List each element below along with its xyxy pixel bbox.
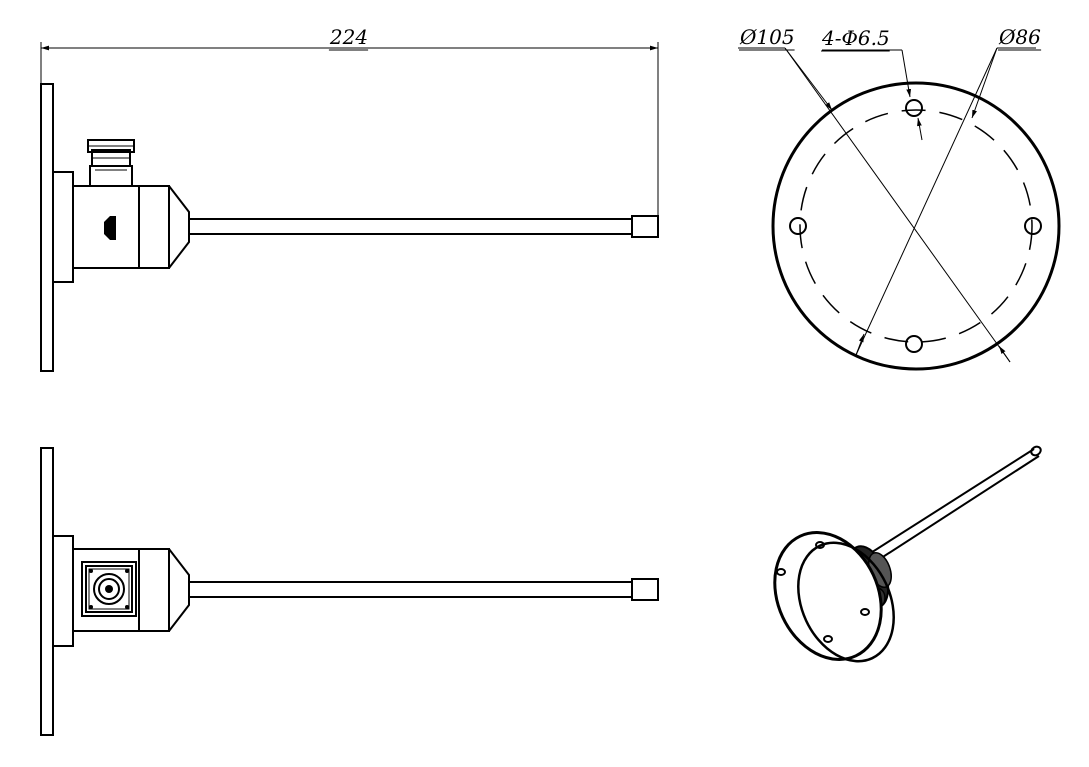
front-view: 224	[40, 25, 659, 372]
flange-plate	[40, 447, 54, 736]
connector-top	[87, 139, 135, 187]
probe-tip	[631, 578, 659, 601]
hole-spec-dimension: 4-Φ6.5	[821, 26, 923, 141]
length-label: 224	[329, 25, 368, 49]
bolt-circle-label: Ø86	[998, 25, 1041, 49]
iso-probe-rod-edge-2	[871, 455, 1040, 565]
iso-bolt-hole	[815, 541, 825, 549]
marker-glyph	[104, 216, 116, 240]
flange-collar	[52, 171, 74, 283]
isometric-view	[773, 445, 1042, 663]
body-ring	[138, 548, 170, 632]
iso-bolt-hole	[776, 568, 786, 576]
iso-probe-tip	[1030, 445, 1042, 457]
flange-outline	[771, 81, 1061, 371]
bolt-hole-top	[905, 99, 923, 117]
bolt-hole-bottom	[905, 335, 923, 353]
iso-probe-rod-edge-1	[865, 448, 1035, 557]
flange-collar	[52, 535, 74, 647]
probe-tip	[631, 215, 659, 238]
bolt-circle-dimension: Ø86	[855, 25, 1042, 356]
bolt-hole-right	[1024, 217, 1042, 235]
bolt-circle	[799, 109, 1033, 343]
bolt-hole-left	[789, 217, 807, 235]
body-taper	[168, 548, 190, 632]
iso-bolt-hole	[823, 635, 833, 643]
body-taper	[168, 185, 190, 269]
iso-flange-edge	[797, 541, 895, 663]
iso-bolt-hole	[860, 608, 870, 616]
side-view	[40, 447, 659, 736]
flange-diameter-dimension: Ø105	[738, 25, 1011, 363]
body-ring	[138, 185, 170, 269]
length-dimension: 224	[40, 25, 659, 216]
connector-face	[81, 561, 137, 617]
flange-plate	[40, 83, 54, 372]
flange-diameter-label: Ø105	[739, 25, 795, 49]
hole-spec-label: 4-Φ6.5	[821, 26, 890, 50]
plan-view: Ø105 4-Φ6.5 Ø86	[738, 25, 1061, 371]
